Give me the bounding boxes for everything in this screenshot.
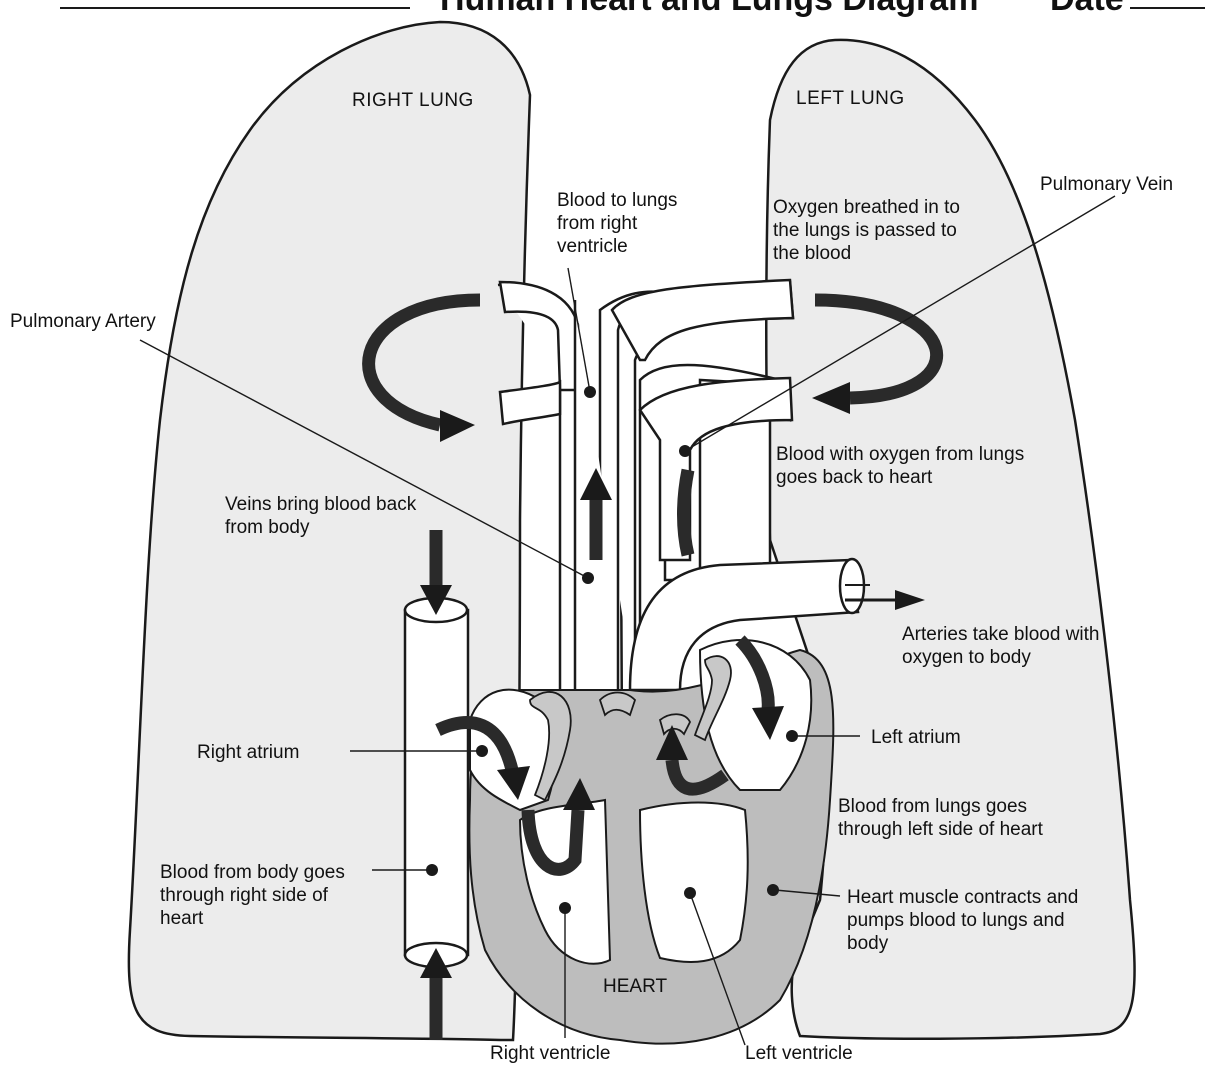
blood-from-lungs-line-2: through left side of heart (838, 819, 1044, 840)
arteries-take-line-2: oxygen to body (902, 647, 1031, 668)
left-ventricle-chamber (640, 803, 748, 963)
left-ventricle-label: Left ventricle (745, 1043, 853, 1064)
veins-bring-line-1: Veins bring blood back (225, 494, 417, 515)
blood-from-body-line-1: Blood from body goes (160, 862, 345, 883)
heart-muscle-line-3: body (847, 933, 889, 954)
left-ventricle-dot (684, 887, 696, 899)
blood-to-lungs-line-3: ventricle (557, 236, 628, 257)
heart-muscle-line-1: Heart muscle contracts and (847, 887, 1078, 908)
arteries-take-line-1: Arteries take blood with (902, 624, 1100, 645)
oxygen-breathed-line-2: the lungs is passed to (773, 220, 957, 241)
blood-from-body-line-2: through right side of (160, 885, 329, 906)
pulmonary-vein-label: Pulmonary Vein (1040, 174, 1173, 195)
blood-to-lungs-line-1: Blood to lungs (557, 190, 677, 211)
vein-down-arrow (684, 470, 689, 555)
blood-to-lungs-dot (584, 386, 596, 398)
left-atrium-label: Left atrium (871, 727, 961, 748)
heart-muscle-line-2: pumps blood to lungs and (847, 910, 1065, 931)
pulmonary-artery-dot (582, 572, 594, 584)
left-atrium-dot (786, 730, 798, 742)
pulmonary-vein-dot (679, 445, 691, 457)
date-label: Date (1050, 0, 1124, 18)
oxygen-breathed-line-3: the blood (773, 243, 851, 264)
blood-from-body-dot (426, 864, 438, 876)
blood-from-lungs-line-1: Blood from lungs goes (838, 796, 1027, 817)
heart-muscle-dot (767, 884, 779, 896)
worksheet-header: Human Heart and Lungs Diagram Date (60, 0, 1205, 18)
blood-from-body-line-3: heart (160, 908, 204, 929)
pulmonary-artery-label: Pulmonary Artery (10, 311, 156, 332)
right-atrium-label: Right atrium (197, 742, 299, 763)
right-lung-label: RIGHT LUNG (352, 90, 474, 111)
blood-to-lungs-line-2: from right (557, 213, 638, 234)
blood-with-oxygen-line-2: goes back to heart (776, 467, 933, 488)
vena-cava-tube (405, 610, 468, 955)
right-atrium-dot (476, 745, 488, 757)
left-lung-label: LEFT LUNG (796, 88, 905, 109)
oxygen-breathed-line-1: Oxygen breathed in to (773, 197, 960, 218)
veins-bring-line-2: from body (225, 517, 310, 538)
blood-with-oxygen-line-1: Blood with oxygen from lungs (776, 444, 1024, 465)
right-ventricle-dot (559, 902, 571, 914)
heart-label: HEART (603, 976, 667, 997)
worksheet-title: Human Heart and Lungs Diagram (440, 0, 978, 18)
right-ventricle-label: Right ventricle (490, 1043, 610, 1064)
vena-cava (405, 598, 468, 967)
